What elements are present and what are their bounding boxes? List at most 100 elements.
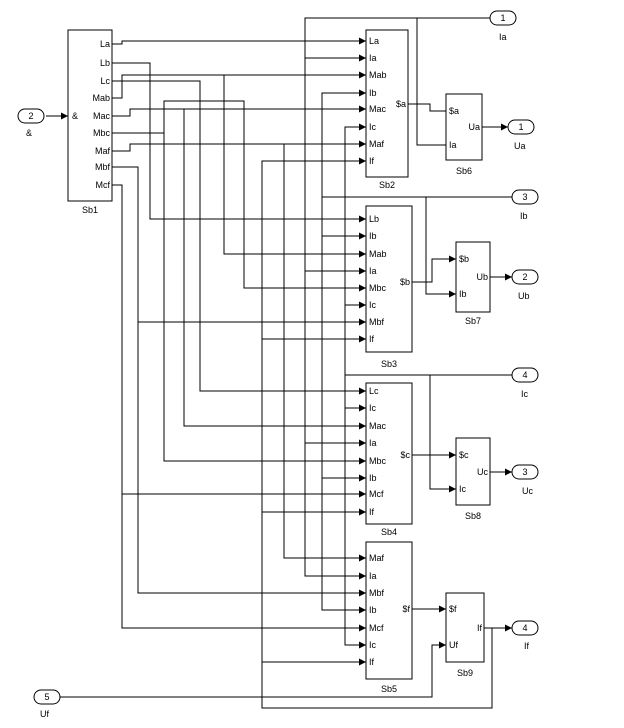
svg-text:Mbc: Mbc — [93, 128, 111, 138]
svg-text:Ia: Ia — [369, 53, 377, 63]
svg-text:Ub: Ub — [476, 272, 488, 282]
svg-text:Ub: Ub — [518, 291, 530, 301]
svg-text:$b: $b — [400, 277, 410, 287]
svg-text:Ia: Ia — [449, 140, 457, 150]
svg-text:1: 1 — [500, 13, 505, 23]
svg-text:&: & — [26, 128, 32, 138]
svg-text:Sb3: Sb3 — [381, 359, 397, 369]
svg-text:Mbc: Mbc — [369, 283, 387, 293]
inport-5[interactable]: 5 Uf — [33, 689, 61, 719]
svg-text:Lb: Lb — [100, 58, 110, 68]
block-sb4[interactable]: Lc Ic Mac Ia Mbc Ib Mcf If $c Sb4 — [365, 382, 413, 537]
svg-text:Ic: Ic — [369, 403, 377, 413]
svg-text:Maf: Maf — [369, 553, 385, 563]
svg-text:La: La — [100, 39, 110, 49]
svg-text:Mbf: Mbf — [369, 588, 385, 598]
svg-text:Mbf: Mbf — [95, 162, 111, 172]
outport-ua[interactable]: 1 Ua — [507, 119, 535, 151]
svg-text:If: If — [477, 623, 483, 633]
svg-text:Ic: Ic — [369, 640, 377, 650]
svg-text:Uf: Uf — [40, 709, 49, 719]
svg-text:Ib: Ib — [369, 473, 377, 483]
svg-text:Uc: Uc — [522, 486, 533, 496]
svg-text:$a: $a — [396, 99, 406, 109]
svg-text:Lc: Lc — [100, 76, 110, 86]
svg-text:Mac: Mac — [369, 421, 387, 431]
svg-text:3: 3 — [522, 467, 527, 477]
outport-ub[interactable]: 2 Ub — [511, 269, 539, 301]
svg-text:3: 3 — [522, 192, 527, 202]
svg-text:Sb9: Sb9 — [457, 668, 473, 678]
block-sb9[interactable]: $f Uf If Sb9 — [445, 592, 485, 678]
svg-text:Lb: Lb — [369, 214, 379, 224]
svg-text:If: If — [369, 507, 375, 517]
svg-text:Uf: Uf — [449, 640, 458, 650]
outport-if[interactable]: 4 If — [511, 620, 539, 651]
svg-text:Sb5: Sb5 — [381, 684, 397, 694]
block-sb8[interactable]: $c Ic Uc Sb8 — [455, 437, 491, 521]
svg-text:Ib: Ib — [369, 231, 377, 241]
outport-uc[interactable]: 3 Uc — [511, 464, 539, 496]
svg-text:Ia: Ia — [499, 32, 507, 42]
outport-ia[interactable]: 1 Ia — [489, 10, 517, 42]
svg-text:Uc: Uc — [477, 467, 488, 477]
signal-wires — [46, 17, 512, 709]
svg-text:Ib: Ib — [369, 88, 377, 98]
svg-text:Mbf: Mbf — [369, 317, 385, 327]
svg-text:Maf: Maf — [95, 146, 111, 156]
inport-2[interactable]: 2 & — [17, 108, 45, 138]
svg-text:2: 2 — [522, 272, 527, 282]
svg-text:$f: $f — [449, 604, 457, 614]
svg-text:If: If — [524, 641, 530, 651]
svg-text:Lc: Lc — [369, 386, 379, 396]
svg-text:Ua: Ua — [468, 122, 480, 132]
block-sb5[interactable]: Maf Ia Mbf Ib Mcf Ic If $f Sb5 — [365, 541, 413, 694]
sb1-name: Sb1 — [82, 205, 98, 215]
svg-text:Mcf: Mcf — [369, 623, 384, 633]
block-sb3[interactable]: Lb Ib Mab Ia Mbc Ic Mbf If $b Sb3 — [365, 205, 413, 369]
block-sb2[interactable]: La Ia Mab Ib Mac Ic Maf If $a Sb2 — [365, 29, 409, 190]
svg-text:4: 4 — [522, 370, 527, 380]
block-sb6[interactable]: $a Ia Ua Sb6 — [445, 93, 483, 176]
svg-text:Sb6: Sb6 — [456, 166, 472, 176]
svg-text:5: 5 — [44, 692, 49, 702]
svg-text:$b: $b — [459, 254, 469, 264]
svg-text:Sb2: Sb2 — [379, 180, 395, 190]
svg-text:Mab: Mab — [92, 93, 110, 103]
svg-text:Mcf: Mcf — [96, 180, 111, 190]
svg-text:Mac: Mac — [369, 104, 387, 114]
svg-text:Ib: Ib — [520, 211, 528, 221]
svg-text:$a: $a — [449, 106, 459, 116]
svg-text:Ia: Ia — [369, 266, 377, 276]
block-sb7[interactable]: $b Ib Ub Sb7 — [455, 241, 491, 326]
svg-text:Mbc: Mbc — [369, 456, 387, 466]
svg-text:Sb4: Sb4 — [381, 527, 397, 537]
svg-text:Mab: Mab — [369, 70, 387, 80]
block-sb1[interactable]: & La Lb Lc Mab Mac Mbc Maf Mbf Mcf Sb1 — [67, 29, 113, 215]
sb1-input-label: & — [72, 111, 78, 121]
svg-text:If: If — [369, 657, 375, 667]
svg-text:Ib: Ib — [459, 289, 467, 299]
svg-text:Ic: Ic — [521, 389, 529, 399]
svg-text:Ic: Ic — [369, 300, 377, 310]
svg-text:4: 4 — [522, 623, 527, 633]
svg-text:If: If — [369, 334, 375, 344]
svg-text:Ia: Ia — [369, 438, 377, 448]
svg-text:Mab: Mab — [369, 249, 387, 259]
svg-text:Mcf: Mcf — [369, 489, 384, 499]
svg-text:La: La — [369, 36, 379, 46]
svg-text:Ic: Ic — [369, 122, 377, 132]
svg-text:If: If — [369, 156, 375, 166]
svg-text:Ia: Ia — [369, 571, 377, 581]
svg-text:Ib: Ib — [369, 605, 377, 615]
svg-text:Ic: Ic — [459, 484, 467, 494]
svg-text:$c: $c — [459, 450, 469, 460]
outport-ib[interactable]: 3 Ib — [511, 189, 539, 221]
svg-text:Ua: Ua — [514, 141, 526, 151]
svg-text:1: 1 — [518, 122, 523, 132]
svg-text:$f: $f — [402, 604, 410, 614]
svg-text:Mac: Mac — [93, 111, 111, 121]
outport-ic[interactable]: 4 Ic — [511, 367, 539, 399]
svg-text:$c: $c — [400, 450, 410, 460]
